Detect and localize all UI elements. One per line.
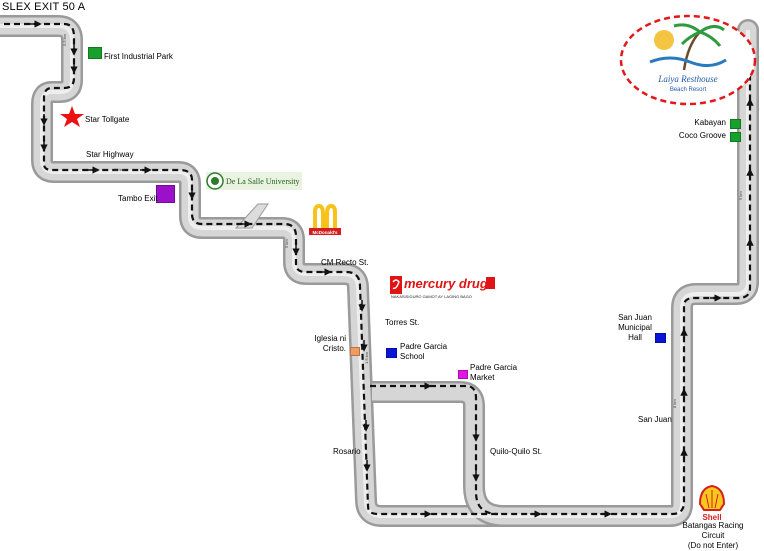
- shell-circuit-line1: Batangas Racing: [682, 521, 744, 530]
- shell-logo-text: Shell: [702, 513, 721, 522]
- distance-mark-5: 8 km: [672, 399, 677, 408]
- shell-circuit-label: Batangas Racing Circuit (Do not Enter): [680, 521, 746, 551]
- quilo-quilo-label: Quilo-Quilo St.: [490, 447, 543, 456]
- kabayan-label: Kabayan: [694, 118, 726, 127]
- san-juan-hall-label: San Juan Municipal Hall: [615, 313, 655, 343]
- distance-marks: 0.5 km 20 km 5 km 1.5 km 8 km 9 km: [62, 33, 743, 408]
- first-industrial-park-marker: [88, 47, 102, 59]
- distance-mark-2: 20 km: [114, 167, 126, 172]
- coco-groove-label: Coco Groove: [678, 131, 726, 140]
- san-juan-hall-marker: [655, 333, 666, 343]
- distance-mark-3: 5 km: [284, 239, 289, 248]
- route-arrows: [30, 20, 754, 518]
- tambo-exit-label: Tambo Exit: [118, 194, 158, 203]
- first-industrial-park-label: First Industrial Park: [104, 52, 173, 61]
- road: [0, 15, 759, 527]
- padre-garcia-market-line2: Market: [470, 373, 495, 382]
- star-highway-label: Star Highway: [86, 150, 134, 159]
- padre-garcia-school-line2: School: [400, 352, 425, 361]
- padre-garcia-school-line1: Padre Garcia: [400, 342, 448, 351]
- padre-garcia-school-label: Padre Garcia School: [400, 342, 447, 362]
- san-juan-label: San Juan: [638, 415, 672, 424]
- shell-circuit-line3: (Do not Enter): [687, 541, 739, 550]
- dlsu-logo: De La Salle University: [206, 172, 302, 190]
- iglesia-marker: [350, 347, 360, 356]
- distance-mark-1: 0.5 km: [62, 33, 67, 46]
- star-tollgate-icon: [60, 106, 84, 127]
- mcdonalds-logo: McDonald's: [309, 204, 341, 235]
- star-tollgate-label: Star Tollgate: [85, 115, 130, 124]
- resort-logo: Laiya Resthouse Beach Resort: [619, 14, 757, 106]
- padre-garcia-market-label: Padre Garcia Market: [470, 363, 517, 383]
- dlsu-logo-text: De La Salle University: [226, 177, 300, 186]
- padre-garcia-market-marker: [458, 370, 468, 379]
- iglesia-label-line1: Iglesia ni: [314, 334, 346, 343]
- resort-name-text: Laiya Resthouse: [657, 74, 717, 84]
- san-juan-hall-line3: Hall: [628, 333, 642, 342]
- distance-mark-4: 1.5 km: [364, 351, 369, 364]
- route-line: [4, 22, 752, 516]
- map-title: SLEX EXIT 50 A: [2, 1, 86, 13]
- shell-logo: Shell: [698, 484, 726, 522]
- mcdonalds-logo-text: McDonald's: [312, 230, 338, 235]
- padre-garcia-market-line1: Padre Garcia: [470, 363, 518, 372]
- mercury-drug-logo: mercury drug NAKASISIGURO GAMOT AY LAGIN…: [390, 276, 495, 299]
- cm-recto-label: CM Recto St.: [321, 258, 369, 267]
- padre-garcia-school-marker: [386, 348, 397, 358]
- mercury-drug-logo-text: mercury drug: [404, 276, 488, 291]
- resort-sub-text: Beach Resort: [670, 87, 707, 93]
- distance-mark-6: 9 km: [738, 191, 743, 200]
- kabayan-marker: [730, 119, 741, 129]
- mercury-drug-tagline: NAKASISIGURO GAMOT AY LAGING BAGO: [391, 294, 472, 299]
- rosario-label: Rosario: [333, 447, 361, 456]
- iglesia-label: Iglesia ni Cristo.: [300, 334, 346, 354]
- shell-circuit-line2: Circuit: [701, 531, 725, 540]
- san-juan-hall-line1: San Juan: [618, 313, 652, 322]
- san-juan-hall-line2: Municipal: [618, 323, 652, 332]
- tambo-exit-marker: [156, 185, 175, 203]
- iglesia-label-line2: Cristo.: [322, 344, 346, 353]
- torres-label: Torres St.: [385, 318, 420, 327]
- coco-groove-marker: [730, 132, 741, 142]
